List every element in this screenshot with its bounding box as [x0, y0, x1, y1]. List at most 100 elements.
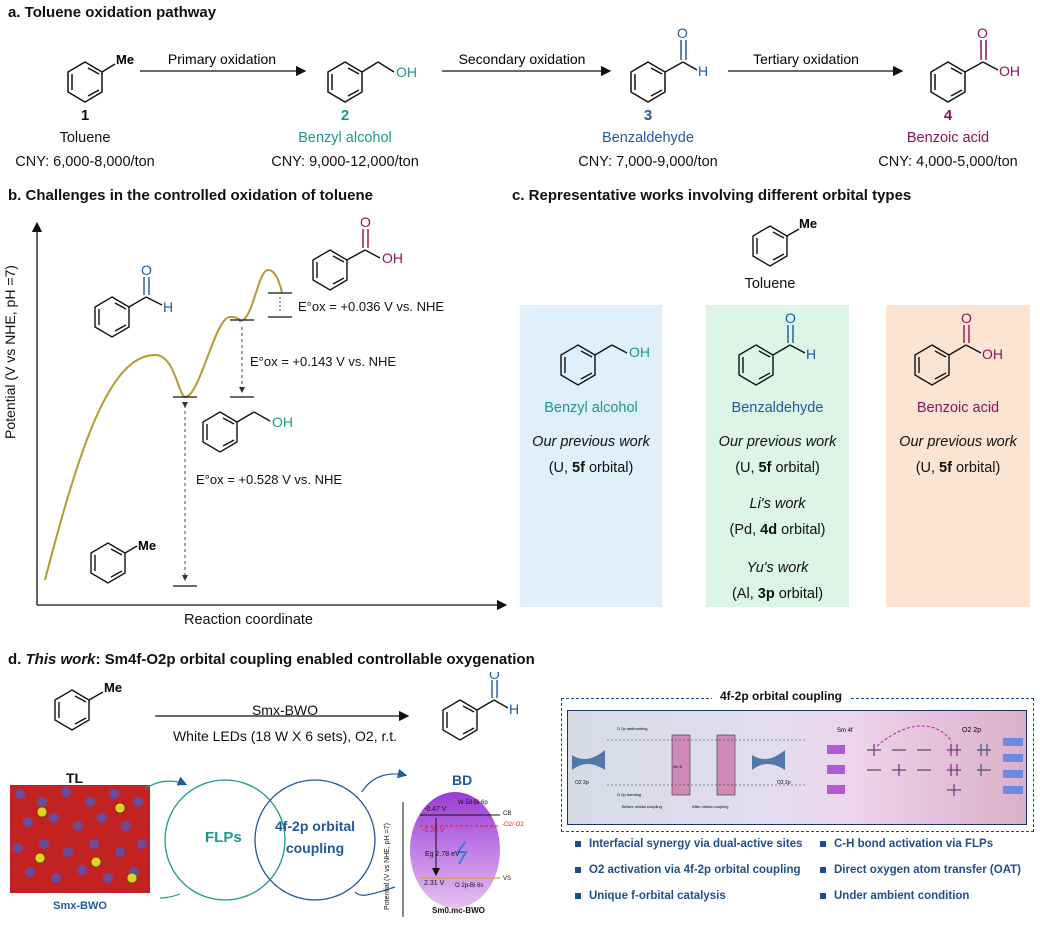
col2-work-2: Li's work [749, 496, 806, 512]
col1-work: Our previous work [532, 434, 650, 450]
bullet-4: Direct oxygen atom transfer (OAT) [820, 864, 1021, 876]
compound-num-3: 3 [643, 107, 653, 124]
panel-b-energy-diagram: O H O OH OH Me [31, 214, 508, 611]
svg-text:O 2p antibonding: O 2p antibonding [617, 726, 647, 731]
column-benzaldehyde [706, 305, 849, 607]
col3-name: Benzoic acid [916, 400, 1000, 416]
e-ox-2: E°ox = +0.143 V vs. NHE [250, 354, 397, 369]
svg-text:OH: OH [629, 344, 650, 360]
toluene-structure-b [90, 542, 138, 584]
bullet-3: O2 activation via 4f-2p orbital coupling [575, 864, 801, 876]
band-o2: -0.28 V [422, 827, 445, 834]
benzaldehyde-structure-b [94, 277, 163, 338]
col2-name: Benzaldehyde [731, 400, 824, 416]
compound-num-4: 4 [943, 107, 953, 124]
benzyl-alcohol-structure [327, 61, 395, 103]
band-cb-tag: CB [503, 811, 512, 817]
svg-text:H: H [509, 701, 519, 717]
coupling-circle [254, 779, 376, 901]
bullet-1: Interfacial synergy via dual-active site… [575, 838, 803, 850]
mo-diagram: O2 2p O2 2p Sm 4f O2 2p Before orbital c… [567, 710, 1027, 825]
band-eg: Eg 2.78 eV [425, 851, 460, 858]
conditions-label: White LEDs (18 W X 6 sets), O2, r.t. [172, 728, 398, 744]
crystal-atoms [13, 787, 147, 883]
col3-detail: (U, 5f orbital) [915, 460, 1001, 476]
bullet-6: Under ambient condition [820, 890, 969, 902]
oh-group-b1: OH [272, 414, 293, 430]
compound-price-2: CNY: 9,000-12,000/ton [271, 154, 419, 170]
compound-name-1: Toluene [59, 130, 111, 146]
lightning-icon [456, 841, 468, 865]
benzaldehyde-structure-c: O H [738, 310, 816, 386]
svg-text:Me: Me [104, 680, 122, 695]
svg-text:O2 2p: O2 2p [962, 727, 981, 734]
bullet-5: Unique f-orbital catalysis [575, 890, 726, 902]
svg-text:O 2p bonding: O 2p bonding [617, 792, 641, 797]
col2-detail-1: (U, 5f orbital) [735, 460, 820, 476]
panel-b-ylabel: Potential (V vs NHE, pH =7) [2, 265, 18, 439]
svg-text:H: H [806, 346, 816, 362]
compound-price-1: CNY: 6,000-8,000/ton [15, 154, 155, 170]
step-tertiary: Tertiary oxidation [753, 51, 859, 67]
energy-curve [44, 268, 283, 581]
h-atom-3: H [698, 63, 708, 79]
benzyl-alcohol-structure-b [202, 411, 271, 453]
coupling-label-1: 4f-2p orbital [274, 818, 356, 834]
band-cb-orbital: W 5d-Bi 6p [458, 800, 488, 806]
compound-name-2: Benzyl alcohol [298, 130, 392, 146]
svg-text:Me: Me [799, 216, 817, 231]
svg-text:O2 2p: O2 2p [777, 780, 791, 786]
band-cb: -0.47 V [424, 806, 447, 813]
e-ox-3: E°ox = +0.036 V vs. NHE [298, 299, 445, 314]
panel-c-title: c. Representative works involving differ… [512, 187, 912, 204]
svg-text:OH: OH [982, 346, 1003, 362]
me-group-b: Me [138, 538, 156, 553]
step-secondary: Secondary oxidation [459, 51, 586, 67]
band-vb: 2.31 V [424, 880, 445, 887]
panel-b-xlabel: Reaction coordinate [184, 612, 313, 628]
col1-name: Benzyl alcohol [544, 400, 638, 416]
column-benzoic-acid [886, 305, 1030, 607]
col2-detail-3: (Al, 3p orbital) [731, 586, 824, 602]
panel-d-title: d. This work: Sm4f-O2p orbital coupling … [8, 651, 535, 668]
svg-text:O: O [785, 310, 796, 326]
compound-price-4: CNY: 4,000-5,000/ton [878, 154, 1018, 170]
col3-work: Our previous work [899, 434, 1017, 450]
band-bottom-label: Sm0.mc-BWO [432, 906, 485, 915]
col2-detail-2: (Pd, 4d orbital) [729, 522, 826, 538]
flps-circle [164, 779, 286, 901]
benzaldehyde-structure-d [442, 680, 509, 741]
benzaldehyde-structure [630, 40, 698, 103]
crystal-label: Smx-BWO [53, 900, 107, 912]
benzoic-acid-structure-c: O OH [914, 310, 1003, 386]
svg-text:O2 2p: O2 2p [575, 780, 589, 786]
o-atom-b1: O [141, 262, 152, 278]
o-atom-3: O [677, 25, 688, 41]
compound-num-2: 2 [340, 107, 350, 124]
band-redox: -O2/·O2 [502, 822, 524, 828]
svg-text:Sm 4f: Sm 4f [673, 765, 682, 769]
me-group-1: Me [116, 52, 134, 67]
compound-price-3: CNY: 7,000-9,000/ton [578, 154, 718, 170]
svg-text:Sm 4f: Sm 4f [837, 728, 853, 734]
tl-label: TL [66, 770, 84, 786]
panel-d-scheme: Me O H [10, 672, 519, 917]
col2-work-1: Our previous work [718, 434, 837, 450]
e-ox-1: E°ox = +0.528 V vs. NHE [196, 472, 343, 487]
h-atom-b: H [163, 299, 173, 315]
compound-num-1: 1 [80, 107, 90, 124]
coupling-label-2: coupling [285, 840, 345, 856]
svg-text:O: O [489, 672, 500, 682]
band-vb-orbital: O 2p-Bi 6s [455, 883, 484, 889]
panel-a-title: a. Toluene oxidation pathway [8, 4, 217, 21]
o-atom-4: O [977, 25, 988, 41]
svg-text:Before orbital coupling: Before orbital coupling [622, 804, 662, 809]
toluene-structure-d [54, 689, 104, 731]
svg-text:After orbital coupling: After orbital coupling [692, 804, 728, 809]
coupling-box-title: 4f-2p orbital coupling [712, 689, 850, 703]
svg-text:O: O [961, 310, 972, 326]
o-atom-b2: O [360, 214, 371, 230]
catalyst-label: Smx-BWO [251, 702, 319, 718]
panel-a-reaction-scheme: Me OH O H O OH Primary oxidation Seconda… [67, 25, 1020, 103]
oh-group-2: OH [396, 64, 417, 80]
